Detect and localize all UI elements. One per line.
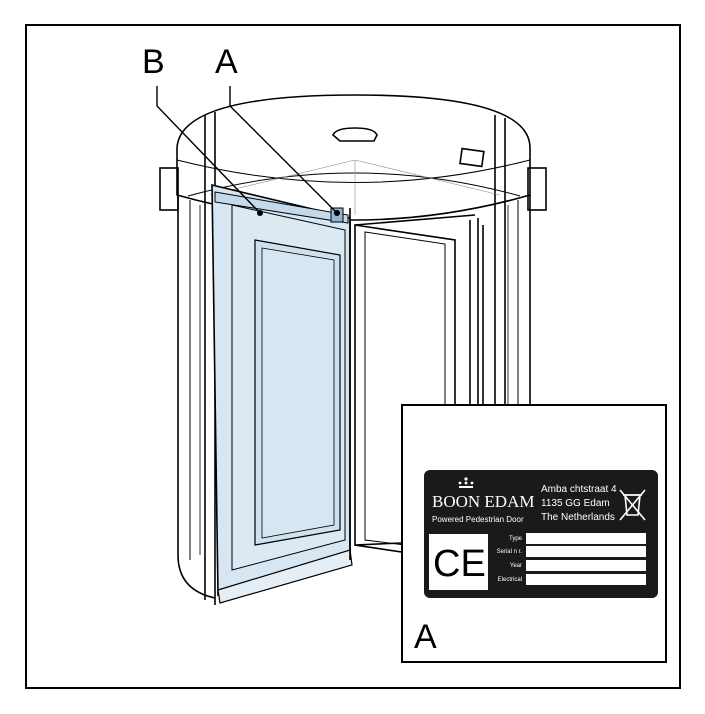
- figure-frame: [25, 24, 681, 689]
- callout-leaders: [156, 86, 338, 214]
- plate-field-serial-box: [526, 546, 646, 557]
- leader-b: [156, 86, 261, 214]
- crown-icon: [458, 477, 474, 488]
- ce-mark: CE: [433, 543, 486, 585]
- plate-field-type-box: [526, 533, 646, 544]
- inset-label: A: [414, 618, 437, 656]
- drum-wall: [177, 195, 216, 599]
- plate-field-year-box: [526, 560, 646, 571]
- plate-field-electrical: Electrical: [498, 577, 522, 583]
- weee-bin-icon: [619, 489, 646, 521]
- callout-a-label: A: [215, 43, 238, 81]
- plate-field-serial: Serial n r.: [497, 549, 523, 555]
- nameplate: BOON EDAM Powered Pedestrian Door Amba c…: [424, 470, 658, 598]
- plate-fields: Type Serial n r. Year Electrical: [497, 533, 646, 585]
- leader-a-dot: [334, 210, 340, 216]
- leader-a: [229, 86, 338, 214]
- plate-field-year: Year: [510, 563, 522, 569]
- plate-address-1: Amba chtstraat 4: [541, 484, 617, 495]
- plate-subtitle: Powered Pedestrian Door: [432, 515, 524, 524]
- callout-b-label: B: [142, 43, 165, 81]
- leader-b-dot: [257, 210, 263, 216]
- ceiling-light: [332, 127, 378, 142]
- plate-address-2: 1135 GG Edam: [541, 498, 610, 509]
- glass-wing: [211, 183, 353, 604]
- plate-field-electrical-box: [526, 574, 646, 585]
- plate-address-3: The Netherlands: [541, 512, 615, 523]
- ce-mark-box: [429, 534, 488, 590]
- plate-brand: BOON EDAM: [432, 492, 534, 511]
- canopy: [176, 94, 531, 149]
- plate-field-type: Type: [509, 536, 523, 542]
- sensor: [459, 147, 485, 168]
